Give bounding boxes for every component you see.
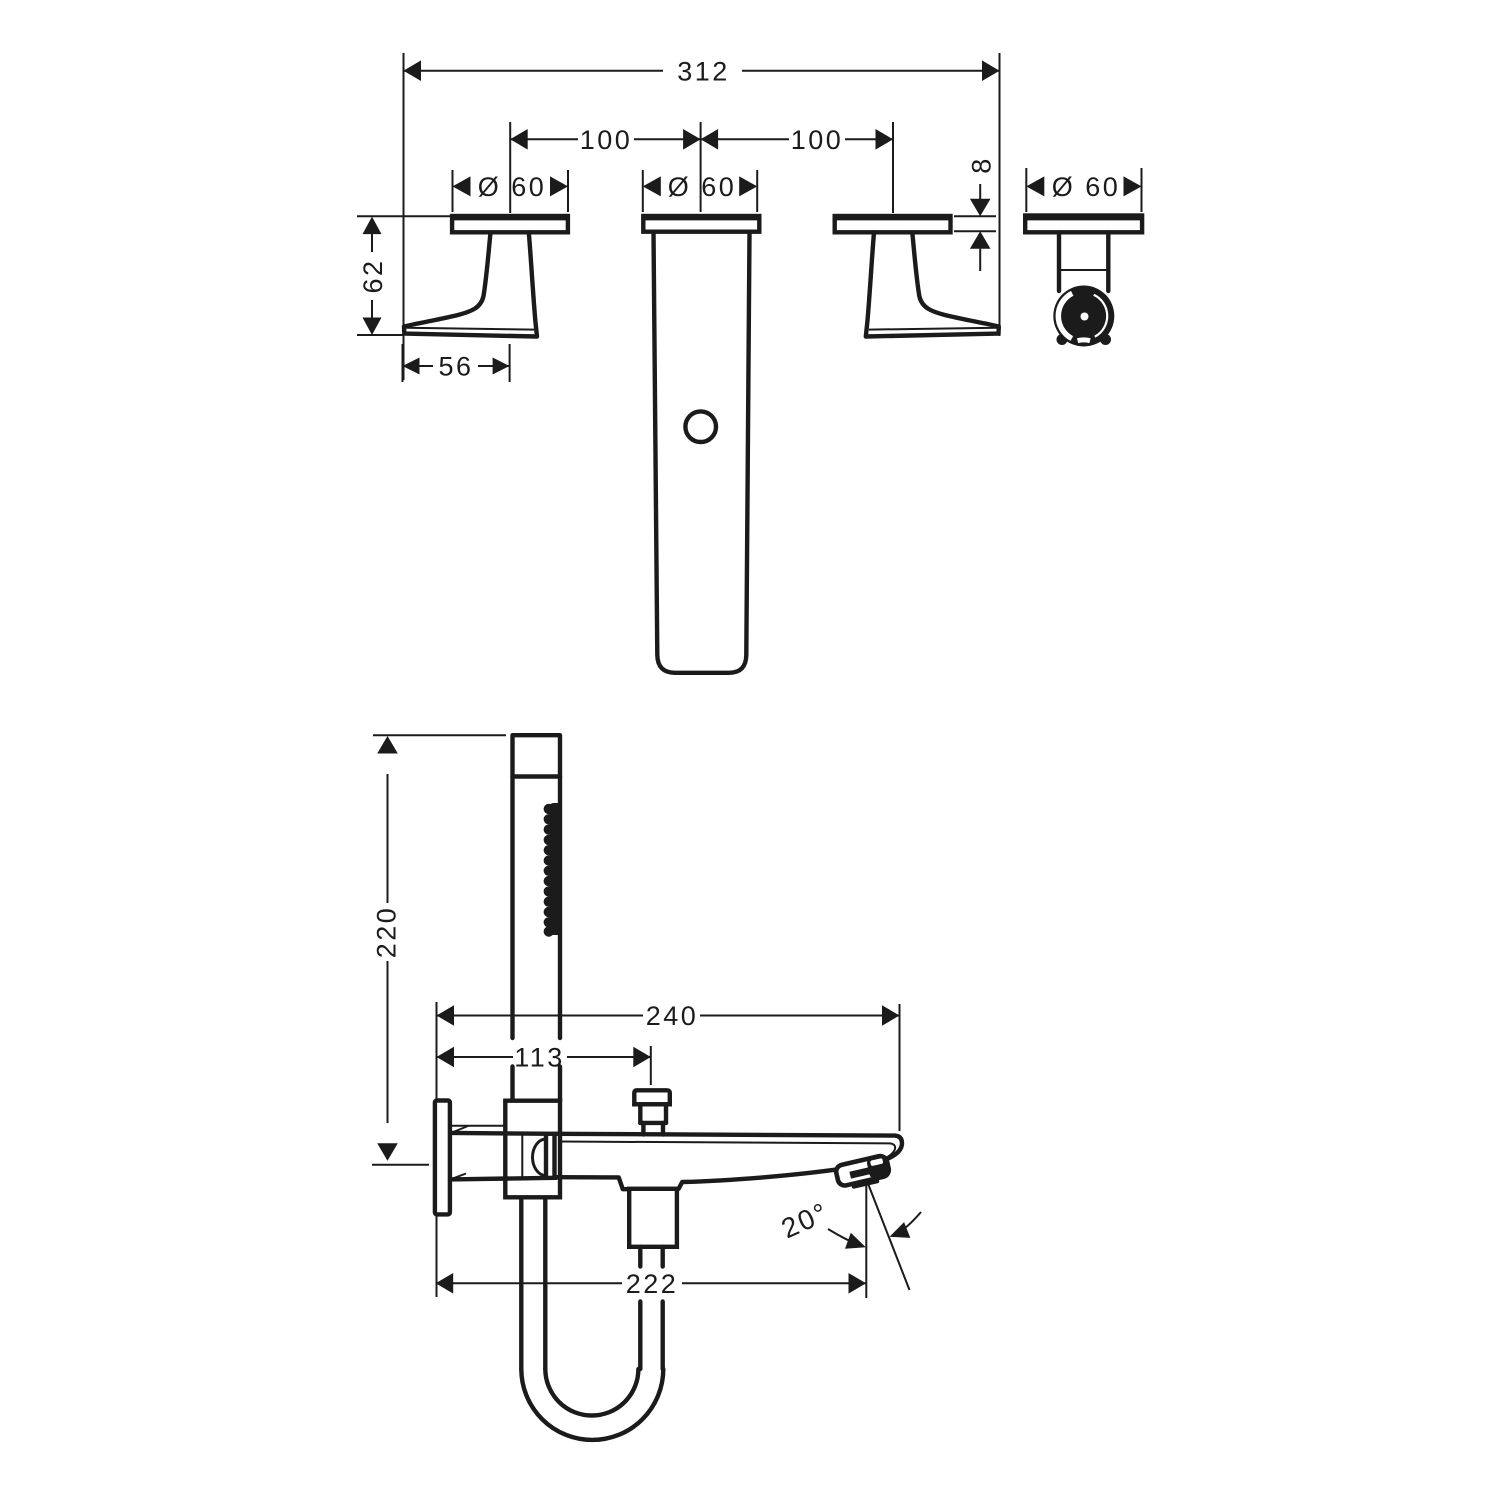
svg-text:113: 113 [514,1043,565,1073]
svg-text:Ø 60: Ø 60 [478,172,547,202]
svg-text:220: 220 [372,906,402,959]
svg-text:56: 56 [438,352,473,382]
svg-text:100: 100 [791,125,844,155]
svg-text:312: 312 [677,56,730,86]
svg-text:Ø 60: Ø 60 [668,172,737,202]
svg-text:Ø 60: Ø 60 [1052,172,1121,202]
svg-text:240: 240 [646,1001,699,1031]
svg-text:8: 8 [967,156,997,174]
svg-text:222: 222 [626,1269,679,1299]
svg-text:62: 62 [358,258,388,293]
svg-text:100: 100 [580,125,633,155]
